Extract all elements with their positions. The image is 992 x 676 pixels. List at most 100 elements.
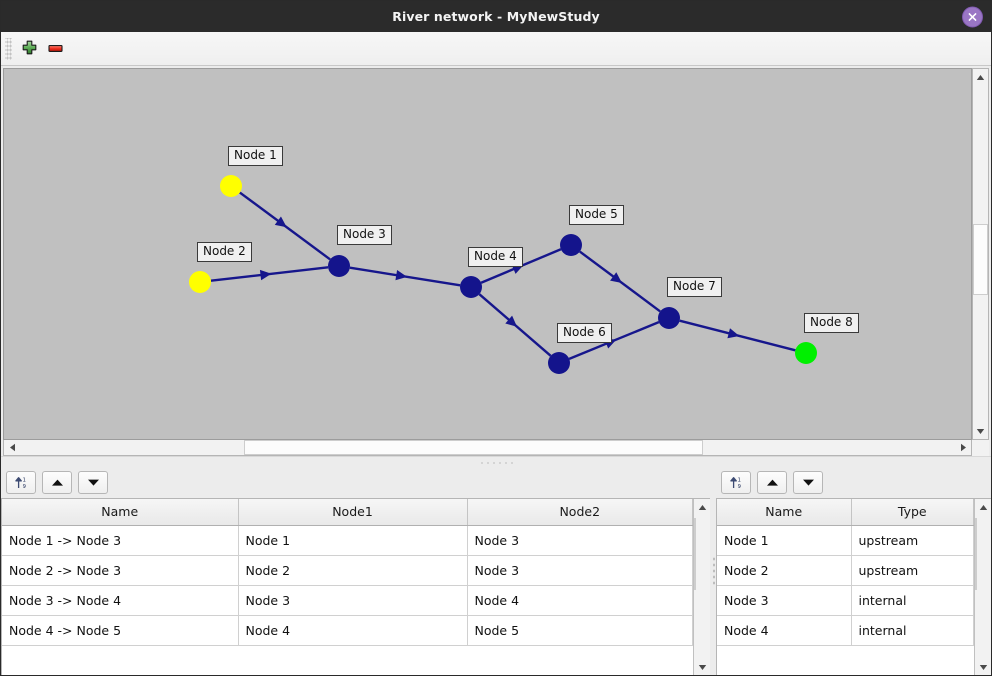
table-cell[interactable]: Node 3 [238, 585, 468, 616]
sort-ascending-icon: 1 9 [729, 477, 740, 490]
table-cell[interactable]: internal [851, 615, 974, 646]
graph-node[interactable] [658, 307, 680, 329]
nodes-sort-button[interactable]: 1 9 [721, 471, 751, 494]
canvas-vertical-scrollbar[interactable] [972, 68, 989, 440]
graph-edge-arrow-icon [505, 315, 518, 327]
table-cell[interactable]: Node 4 [238, 615, 468, 646]
reaches-move-up-button[interactable] [42, 471, 72, 494]
graph-edge-arrow-icon [395, 269, 408, 281]
reaches-scroll-down-arrow-icon[interactable] [694, 659, 710, 675]
table-cell[interactable]: Node 4 [717, 615, 852, 646]
graph-node[interactable] [460, 276, 482, 298]
canvas-hscroll-thumb[interactable] [244, 440, 703, 455]
reaches-sort-button[interactable]: 1 9 [6, 471, 36, 494]
graph-node-label[interactable]: Node 2 [197, 242, 252, 262]
table-cell[interactable]: Node 3 [467, 525, 693, 556]
table-cell[interactable]: upstream [851, 555, 974, 586]
table-cell[interactable]: upstream [851, 525, 974, 556]
svg-text:9: 9 [737, 484, 740, 490]
column-header[interactable]: Node1 [238, 499, 468, 526]
canvas-vscroll-track[interactable] [973, 85, 988, 423]
table-cell[interactable]: Node 2 -> Node 3 [2, 555, 239, 586]
graph-node-label[interactable]: Node 4 [468, 247, 523, 267]
table-cell[interactable]: Node 1 -> Node 3 [2, 525, 239, 556]
close-icon[interactable] [962, 6, 983, 27]
add-node-button[interactable] [16, 36, 42, 62]
graph-node[interactable] [548, 352, 570, 374]
scroll-down-arrow-icon[interactable] [973, 423, 988, 439]
table-cell[interactable]: Node 3 [717, 585, 852, 616]
nodes-vertical-scrollbar[interactable] [974, 499, 991, 675]
vertical-splitter[interactable] [710, 467, 716, 675]
graph-node[interactable] [795, 342, 817, 364]
column-header[interactable]: Name [717, 499, 852, 526]
table-cell[interactable]: Node 3 -> Node 4 [2, 585, 239, 616]
table-cell[interactable]: Node 4 -> Node 5 [2, 615, 239, 646]
splitter-grip-icon [479, 460, 513, 464]
delete-node-button[interactable] [42, 36, 68, 62]
table-cell[interactable]: Node 3 [467, 555, 693, 586]
column-header[interactable]: Node2 [467, 499, 693, 526]
column-header[interactable]: Type [851, 499, 974, 526]
column-header[interactable]: Name [2, 499, 239, 526]
graph-node-label[interactable]: Node 7 [667, 277, 722, 297]
reaches-vscroll-thumb[interactable] [694, 517, 696, 590]
window-title: River network - MyNewStudy [392, 9, 600, 24]
main-toolbar [1, 32, 991, 66]
scroll-left-arrow-icon[interactable] [4, 440, 20, 455]
reaches-toolbar: 1 9 [1, 467, 710, 498]
nodes-vscroll-thumb[interactable] [975, 517, 977, 590]
graph-node[interactable] [560, 234, 582, 256]
network-canvas[interactable]: Node 1 Node 2 Node 3 Node 4 Node 5 Node 6 Node… [3, 68, 972, 440]
nodes-scroll-up-arrow-icon[interactable] [975, 499, 991, 515]
graph-node-label[interactable]: Node 6 [557, 323, 612, 343]
graph-node[interactable] [189, 271, 211, 293]
nodes-move-down-button[interactable] [793, 471, 823, 494]
reaches-move-down-button[interactable] [78, 471, 108, 494]
table-cell[interactable]: Node 2 [717, 555, 852, 586]
canvas-hscroll-track[interactable] [20, 440, 955, 455]
triangle-down-icon [802, 479, 814, 486]
graph-node-label[interactable]: Node 3 [337, 225, 392, 245]
table-cell[interactable]: Node 1 [717, 525, 852, 556]
reaches-vscroll-track[interactable] [694, 515, 710, 659]
canvas-horizontal-scrollbar[interactable] [3, 439, 972, 456]
scrollbar-corner [972, 440, 989, 456]
graph-node[interactable] [328, 255, 350, 277]
scroll-right-arrow-icon[interactable] [955, 440, 971, 455]
reaches-vertical-scrollbar[interactable] [693, 499, 710, 675]
table-cell[interactable]: Node 1 [238, 525, 468, 556]
svg-text:1: 1 [22, 478, 25, 484]
scroll-up-arrow-icon[interactable] [973, 69, 988, 85]
reaches-scroll-up-arrow-icon[interactable] [694, 499, 710, 515]
canvas-vscroll-thumb[interactable] [973, 223, 988, 295]
table-cell[interactable]: Node 4 [467, 585, 693, 616]
table-cell[interactable]: internal [851, 585, 974, 616]
toolbar-grip[interactable] [5, 37, 12, 60]
graph-node-label[interactable]: Node 1 [228, 146, 283, 166]
table-cell[interactable]: Node 5 [467, 615, 693, 646]
nodes-move-up-button[interactable] [757, 471, 787, 494]
nodes-vscroll-track[interactable] [975, 515, 991, 659]
graph-node[interactable] [220, 175, 242, 197]
graph-node-label[interactable]: Node 5 [569, 205, 624, 225]
horizontal-splitter[interactable] [1, 456, 991, 467]
graph-node-label[interactable]: Node 8 [804, 313, 859, 333]
table-cell[interactable]: Node 2 [238, 555, 468, 586]
nodes-scroll-down-arrow-icon[interactable] [975, 659, 991, 675]
triangle-down-icon [87, 479, 99, 486]
